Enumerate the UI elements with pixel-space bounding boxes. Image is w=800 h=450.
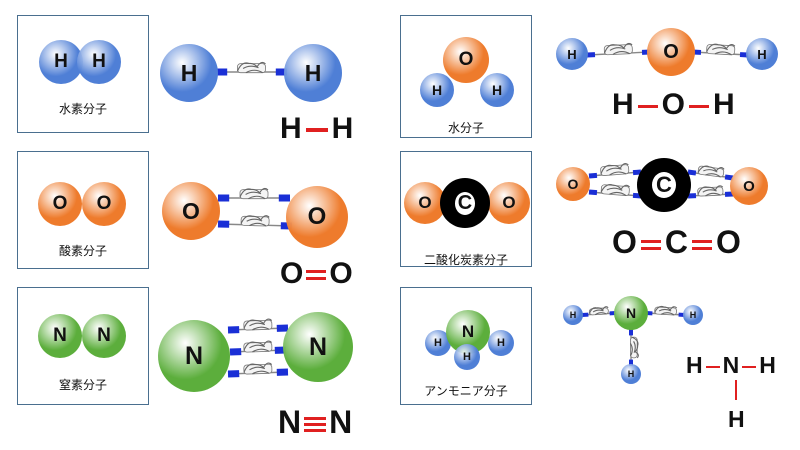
oxygen-atom: O — [556, 167, 590, 201]
bond-hand-connector — [218, 187, 290, 202]
bond-hand-connector — [216, 61, 287, 76]
nitrogen-molecule-label: 窒素分子 — [58, 378, 107, 392]
oxygen-atom: O — [404, 182, 446, 224]
nitrogen-atom: N — [283, 312, 353, 382]
oxygen-atom: O — [647, 28, 695, 76]
bond-hand-connector — [588, 184, 642, 199]
hydrogen-atom: H — [77, 40, 121, 84]
oxygen-structural-formula: O O — [280, 257, 353, 290]
hydrogen-atom: H — [420, 73, 454, 107]
nitrogen-atom: N — [82, 314, 126, 358]
hydrogen-atom: H — [746, 38, 778, 70]
nitrogen-atom: N — [158, 320, 230, 392]
hydrogen-molecule-label: 水素分子 — [58, 102, 107, 116]
hydrogen-atom: H — [683, 305, 703, 325]
bond-hand-connector — [581, 306, 617, 317]
carbon-dioxide-molecule-label: 二酸化炭素分子 — [423, 253, 508, 267]
bond-hand-connector — [227, 318, 289, 334]
bond-hand-connector — [229, 340, 287, 356]
ammonia-molecule-label: アンモニア分子 — [424, 384, 508, 398]
nitrogen-atom: N — [38, 314, 82, 358]
hydrogen-atom: H — [160, 44, 218, 102]
oxygen-atom: O — [38, 182, 82, 226]
bond-hand-connector — [588, 163, 642, 179]
nitrogen-molecule-box: 窒素分子 — [17, 287, 149, 405]
oxygen-molecule-label: 酸素分子 — [58, 244, 107, 258]
hydrogen-atom: H — [556, 38, 588, 70]
oxygen-atom: O — [162, 182, 220, 240]
bond-hand-connector — [227, 362, 289, 378]
bond-hand-connector — [692, 43, 749, 58]
carbon-dioxide-structural-formula: O C O — [612, 224, 741, 260]
bond-hand-connector — [645, 305, 686, 317]
oxygen-atom: O — [488, 182, 530, 224]
carbon-atom: C — [637, 158, 691, 212]
nitrogen-atom: N — [614, 296, 648, 330]
hydrogen-atom: H — [488, 330, 514, 356]
hydrogen-atom: H — [284, 44, 342, 102]
bond-hand-connector — [687, 165, 734, 181]
hydrogen-atom: H — [621, 364, 641, 384]
hydrogen-atom: H — [39, 40, 83, 84]
hydrogen-atom: H — [454, 344, 480, 370]
carbon-atom: C — [440, 178, 490, 228]
nitrogen-structural-formula: N N — [278, 404, 353, 440]
oxygen-atom: O — [82, 182, 126, 226]
bond-hand-connector — [687, 185, 734, 199]
water-molecule-label: 水分子 — [447, 121, 484, 135]
oxygen-atom: O — [443, 37, 489, 83]
hydrogen-atom: H — [480, 73, 514, 107]
bond-hand-connector — [217, 215, 293, 230]
bond-hand-connector — [586, 42, 651, 58]
hydrogen-atom: H — [563, 305, 583, 325]
bond-hand-connector — [629, 329, 639, 367]
oxygen-atom: O — [730, 167, 768, 205]
oxygen-atom: O — [286, 186, 348, 248]
